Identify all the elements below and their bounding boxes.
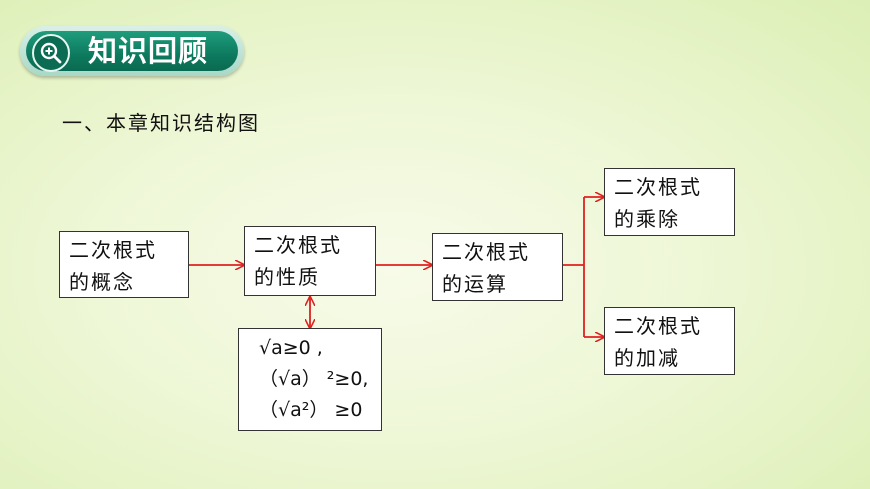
magnifier-plus-icon: [32, 34, 70, 72]
badge-pill: 知识回顾: [26, 31, 238, 72]
section-badge: 知识回顾: [20, 26, 244, 76]
formula-square-of-root: （√a） ²≥0,: [259, 368, 369, 390]
box-multiply-divide-line1: 二次根式: [614, 175, 702, 199]
formula-root-of-square: （√a²） ≥0: [259, 399, 363, 421]
box-property-line1: 二次根式: [254, 233, 342, 257]
box-operation-line2: 的运算: [442, 272, 508, 296]
box-concept: 二次根式 的概念: [59, 231, 189, 298]
box-concept-line2: 的概念: [69, 270, 135, 294]
box-operation: 二次根式 的运算: [432, 233, 563, 301]
box-multiply-divide: 二次根式 的乘除: [604, 168, 735, 236]
box-property-formulas: √a≥0 , （√a） ²≥0, （√a²） ≥0: [238, 328, 382, 431]
formula-nonnegative: √a≥0 ,: [259, 337, 323, 359]
section-subtitle: 一、本章知识结构图: [62, 111, 260, 135]
box-add-subtract-line2: 的加减: [614, 346, 680, 370]
box-add-subtract-line1: 二次根式: [614, 314, 702, 338]
box-property-line2: 的性质: [254, 265, 320, 289]
box-operation-line1: 二次根式: [442, 240, 530, 264]
box-multiply-divide-line2: 的乘除: [614, 207, 680, 231]
badge-title: 知识回顾: [88, 34, 209, 68]
box-concept-line1: 二次根式: [69, 238, 157, 262]
box-property: 二次根式 的性质: [244, 226, 376, 296]
box-add-subtract: 二次根式 的加减: [604, 307, 735, 375]
